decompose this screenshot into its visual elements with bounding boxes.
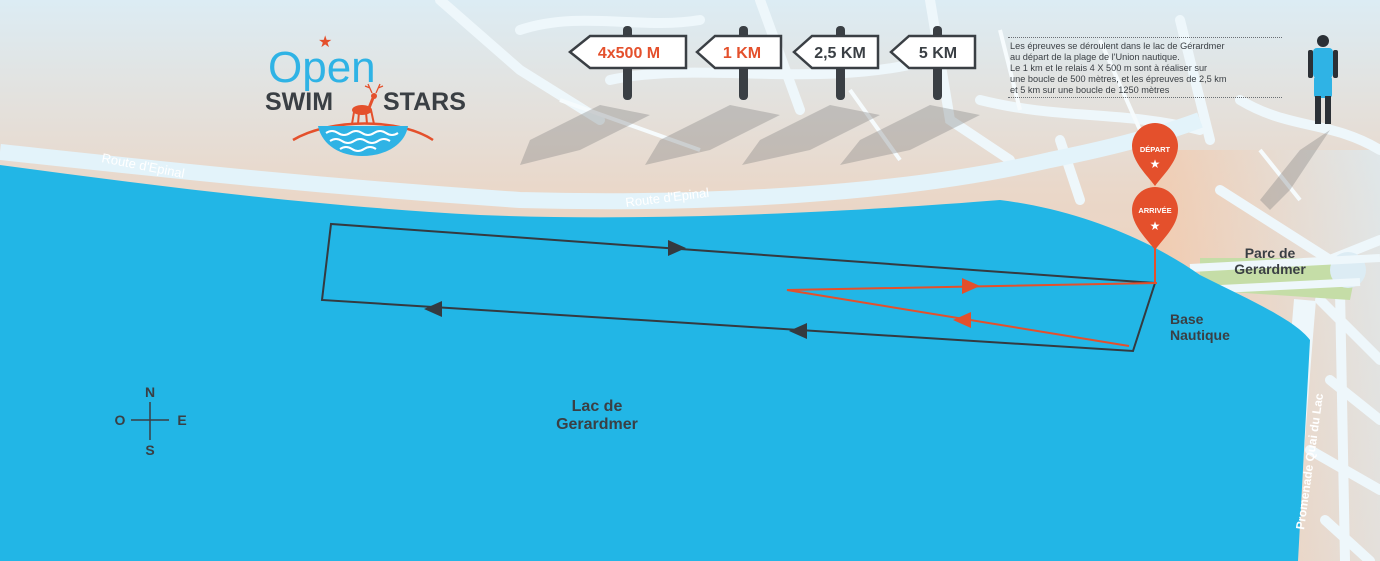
sign-label-1km: 1 KM (723, 45, 761, 62)
park-road (1189, 254, 1380, 272)
route-500m (786, 278, 1158, 347)
lake-label-2: Gerardmer (556, 416, 638, 433)
finish-marker: ARRIVÉE ★ (1132, 187, 1178, 250)
sign-label-5km: 5 KM (919, 45, 957, 62)
finish-label: ARRIVÉE (1138, 206, 1171, 215)
logo-star-icon: ★ (318, 34, 332, 51)
compass-north: N (145, 384, 155, 400)
logo-open-text: Open (268, 43, 376, 92)
description-line-2: au départ de la plage de l'Union nautiqu… (1010, 52, 1180, 62)
park-label-2: Gerardmer (1234, 261, 1306, 277)
sign-4x500: 4x500 M (567, 26, 688, 100)
sign-2-5km: 2,5 KM (792, 26, 880, 100)
logo-wave-2 (329, 138, 391, 144)
logo-swim-text: SWIM (265, 88, 333, 116)
route-1250m (320, 222, 1156, 353)
route-orange-arrow-2 (953, 312, 971, 328)
description-top-rule (1008, 37, 1282, 38)
logo-wave-1 (325, 130, 399, 136)
base-label-1: Base (1170, 311, 1204, 327)
compass-west: O (115, 412, 126, 428)
lake-label-1: Lac de (572, 398, 623, 415)
start-marker: DÉPART ★ (1132, 123, 1178, 186)
route-orange-arrow-1 (962, 278, 980, 294)
route-epinal-road (0, 112, 1203, 210)
logo-arc (292, 122, 434, 142)
description-line-4: une boucle de 500 mètres, et les épreuve… (1010, 74, 1227, 84)
swimmer-figure-icon (1308, 35, 1338, 124)
route-dark-arrow-2 (424, 301, 442, 317)
lake (0, 165, 1310, 561)
description-line-3: Le 1 km et le relais 4 X 500 m sont à ré… (1010, 63, 1208, 73)
base-label-2: Nautique (1170, 327, 1230, 343)
sign-1km: 1 KM (695, 26, 783, 100)
sign-shadows (520, 105, 1330, 210)
course-description: Les épreuves se déroulent dans le lac de… (1010, 41, 1272, 96)
description-bottom-rule (1008, 97, 1282, 98)
compass-east: E (177, 412, 186, 428)
description-line-1: Les épreuves se déroulent dans le lac de… (1010, 41, 1225, 51)
sign-5km: 5 KM (889, 26, 977, 100)
open-swim-stars-logo: Open ★ SWIM STARS (265, 34, 466, 156)
park-label-1: Parc de (1245, 245, 1296, 261)
street-network-minor (559, 29, 1302, 202)
route-dark-arrow-1 (668, 240, 686, 256)
route-dark-arrow-3 (789, 323, 807, 339)
route-orange-line (786, 282, 1158, 347)
compass-rose: N S E O (115, 384, 187, 458)
logo-stars-text: STARS (383, 88, 466, 116)
sign-label-2-5km: 2,5 KM (814, 45, 866, 62)
sign-label-4x500: 4x500 M (598, 45, 660, 62)
start-label: DÉPART (1140, 145, 1171, 154)
deer-icon (351, 83, 384, 125)
route-dark-line (320, 222, 1156, 353)
compass-south: S (145, 442, 154, 458)
logo-wave-3 (339, 146, 377, 152)
start-star-icon: ★ (1150, 157, 1161, 171)
finish-star-icon: ★ (1150, 219, 1161, 233)
description-line-5: et 5 km sur une boucle de 1250 mètres (1010, 85, 1170, 95)
